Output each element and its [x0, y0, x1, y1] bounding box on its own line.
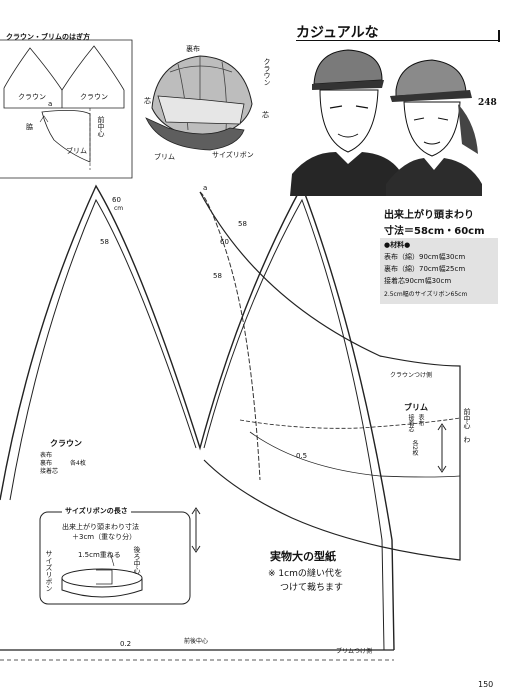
cap-label-lining: 裏布 [186, 45, 200, 53]
brim-inner-line [249, 431, 461, 478]
materials-title: ●材料● [384, 241, 411, 249]
diagram-crown-left: クラウン [18, 93, 46, 101]
brim-pattern-outer [199, 191, 461, 561]
ribbon-box-line1: 出来上がり頭まわり寸法 [62, 523, 139, 531]
diagram-mark-a: a [48, 100, 53, 108]
material-item: 接着芯90cm幅30cm [384, 277, 452, 285]
ribbon-box-line2: ＋3cm（重なり分） [72, 533, 137, 541]
crown-right-inner [199, 191, 261, 481]
dim-58-left: 58 [100, 238, 109, 246]
ribbon-box-title: サイズリボンの長さ [62, 506, 131, 516]
material-item: 裏布（綿）70cm幅25cm [384, 265, 466, 273]
diagram-crown-peaks [3, 45, 125, 91]
dim-60-left: 60 [112, 196, 121, 204]
brim-title: ブリム [404, 403, 428, 412]
material-item: 2.5cm幅のサイズリボン65cm [384, 291, 468, 298]
page-number-label: 248 [478, 98, 497, 108]
cap-label-brim: ブリム [154, 153, 175, 161]
brim-material: 接着芯 [407, 414, 414, 432]
brim-join-side: ブリムつけ側 [336, 648, 373, 655]
notes-line1: ※ 1cmの縫い代を [268, 569, 343, 579]
crown-material: 表布 [40, 452, 53, 459]
cap-illustration [145, 55, 253, 151]
title-rule [296, 40, 500, 41]
ribbon-back-center: 後ろ中心 [133, 546, 141, 574]
title-rule-end [498, 30, 500, 42]
materials-panel: ●材料● 表布（綿）90cm幅30cm 裏布（綿）70cm幅25cm 接着芯90… [380, 238, 498, 304]
cap-label-size-ribbon: サイズリボン [212, 151, 254, 159]
dim-60-right: 60 [220, 238, 229, 246]
diagram-brim [41, 110, 91, 163]
ribbon-overlap-label: 1.5cm重ねる [78, 551, 121, 559]
diagram-waki: 脇 [26, 123, 33, 131]
diagram-brim: ブリム [66, 147, 87, 155]
front-center-bottom: 前後中心 [184, 638, 209, 645]
crown-count: 各4枚 [70, 460, 86, 467]
ribbon-loop-body [61, 578, 143, 598]
crown-pattern-outer [0, 184, 395, 651]
finished-size-line2: 寸法＝58cm・60cm [384, 226, 485, 237]
dim-58-lower: 58 [213, 272, 222, 280]
dim-02: 0.2 [120, 640, 132, 648]
dim-cm: cm [114, 205, 124, 212]
cap-label-crown: クラウン [263, 58, 271, 86]
front-center-wa: 前中心 わ [463, 408, 471, 443]
cap-label-core-right: 芯 [262, 111, 269, 119]
diagram-box [0, 39, 133, 179]
page-title: カジュアルな [296, 25, 379, 41]
cap-label-core-left: 芯 [144, 97, 151, 105]
diagram-crown-base [3, 88, 125, 109]
pattern-mark-a: a [203, 184, 208, 192]
brim-stitch-line [239, 417, 461, 429]
notes-line2: つけて裁ちます [280, 583, 344, 593]
models-illustration [286, 44, 482, 196]
crown-join-side: クラウンつけ側 [390, 372, 433, 379]
notes-title: 実物大の型紙 [270, 550, 336, 563]
diagram-arrow [39, 115, 49, 123]
crown-pattern-inner-left [9, 198, 197, 501]
crown-title: クラウン [50, 439, 82, 448]
diagram-crown-right: クラウン [80, 93, 108, 101]
dim-58-right: 58 [238, 220, 247, 228]
diagram-title: クラウン・ブリムのはぎ方 [6, 33, 90, 41]
crown-material: 接着芯 [40, 468, 59, 475]
crown-material: 裏布 [40, 460, 53, 467]
material-item: 表布（綿）90cm幅30cm [384, 253, 466, 261]
footer-page-number: 150 [478, 680, 494, 689]
ribbon-side-label: サイズリボン [45, 550, 53, 592]
crown-pattern-inner-right [203, 198, 385, 651]
brim-count: 各2枚 [411, 440, 418, 456]
finished-size-line1: 出来上がり頭まわり [384, 210, 474, 221]
dim-05: 0.5 [296, 452, 308, 460]
brim-material: 表布 [417, 414, 424, 426]
diagram-front-center: 前中心 [97, 116, 105, 137]
